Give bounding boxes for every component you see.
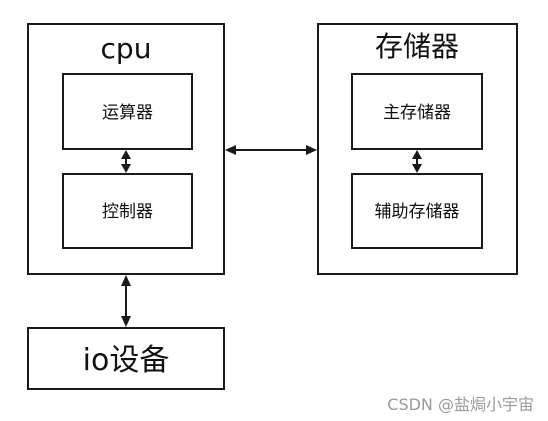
main-memory-label: 主存储器 [383, 103, 451, 123]
main-memory-box [351, 73, 483, 150]
control-label: 控制器 [102, 202, 153, 222]
watermark-text: CSDN @盐焗小宇宙 [387, 395, 534, 414]
io-label: io设备 [83, 343, 170, 378]
alu-box [62, 73, 193, 150]
main-aux-arrow [412, 150, 422, 173]
alu-label: 运算器 [102, 103, 153, 123]
aux-memory-label: 辅助存储器 [375, 202, 460, 222]
storage-title: 存储器 [375, 30, 459, 63]
cpu-storage-arrow [225, 145, 317, 155]
io-box [27, 327, 225, 390]
control-box [62, 173, 193, 249]
cpu-io-arrow [121, 275, 131, 327]
cpu-title: cpu [101, 32, 152, 65]
aux-memory-box [351, 173, 483, 249]
alu-control-arrow [121, 150, 131, 173]
